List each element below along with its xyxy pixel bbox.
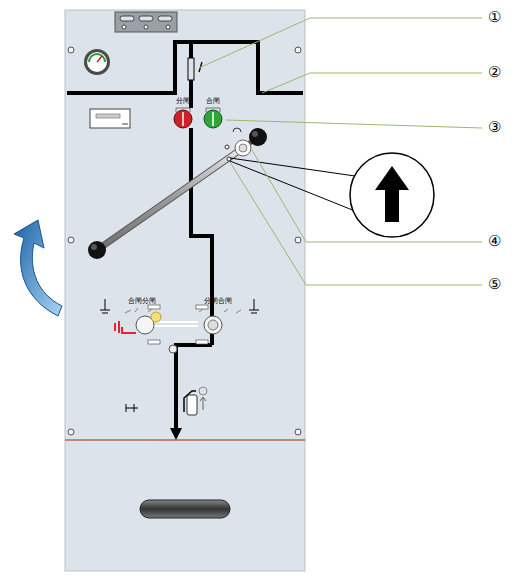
leader-lines xyxy=(199,18,482,285)
racking-symbols xyxy=(126,387,207,440)
operation-counter xyxy=(90,109,130,128)
callout-number: ⑤ xyxy=(487,277,502,292)
panel-screws xyxy=(68,47,301,435)
door-seam xyxy=(65,439,305,441)
door-handle xyxy=(140,500,230,518)
operating-handle xyxy=(88,128,267,259)
lower-door xyxy=(65,440,305,571)
callout-number: ② xyxy=(487,65,502,80)
callout-number: ① xyxy=(487,10,502,25)
breaker-symbol xyxy=(188,58,202,80)
indicator-label: 合闸分闸 xyxy=(128,298,156,305)
pressure-gauge xyxy=(84,49,110,75)
button-label: 合闸 xyxy=(206,98,220,105)
push-buttons xyxy=(174,108,222,128)
button-label: 分闸 xyxy=(176,98,190,105)
mimic-busbar xyxy=(67,42,303,432)
interlock-indicators xyxy=(100,299,259,353)
indicator-label: 分闸合闸 xyxy=(204,298,232,305)
top-bracket xyxy=(115,12,177,32)
callout-number: ④ xyxy=(487,234,502,249)
rotation-arrow xyxy=(14,220,62,316)
callout-number: ③ xyxy=(487,120,502,135)
